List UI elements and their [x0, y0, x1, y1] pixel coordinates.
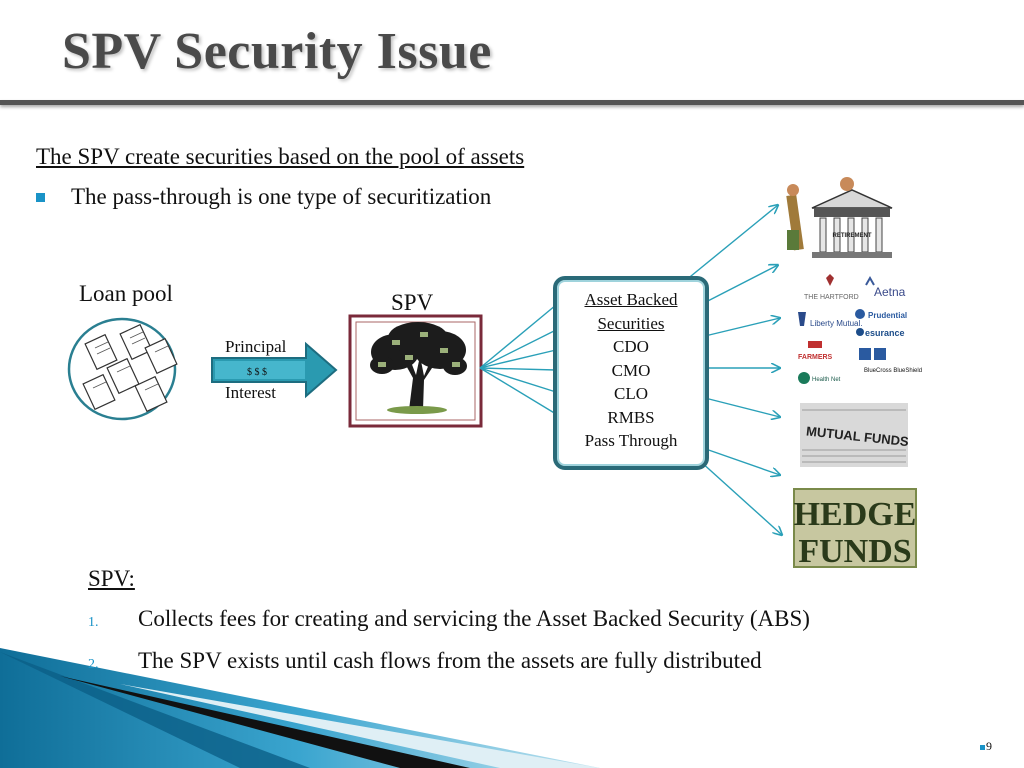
page-bullet-icon [980, 745, 985, 750]
notes-heading: SPV: [88, 566, 135, 591]
loan-pool-icon [67, 317, 178, 421]
numbered-item: 1. Collects fees for creating and servic… [88, 606, 810, 632]
security-type-clo: CLO [614, 384, 648, 403]
securities-header-line1: Asset Backed [584, 290, 678, 309]
hedge-funds-icon: HEDGE FUNDS [793, 488, 917, 570]
retirement-sign-text: RETIREMENT [833, 233, 872, 239]
numbered-item: 2. The SPV exists until cash flows from … [88, 648, 762, 674]
funds-text: FUNDS [798, 533, 911, 570]
security-type-pass-through: Pass Through [584, 431, 678, 450]
logo-healthnet: Health Net [812, 377, 841, 383]
dollar-signs-label: $ $ $ [247, 367, 267, 378]
item-text: Collects fees for creating and servicing… [138, 606, 810, 631]
insurer-logos: THE HARTFORD Aetna Liberty Mutual. Prude… [798, 274, 922, 384]
page-number-text: 9 [986, 739, 992, 753]
securities-list: Asset Backed Securities CDO CMO CLO RMBS… [553, 288, 709, 453]
logo-aetna: Aetna [874, 285, 906, 299]
spv-tree-icon [348, 314, 483, 428]
subtitle: The SPV create securities based on the p… [36, 144, 525, 169]
interest-label: Interest [225, 383, 276, 402]
slide-title: SPV Security Issue [62, 23, 492, 80]
item-text: The SPV exists until cash flows from the… [138, 648, 762, 673]
spv-label: SPV [391, 290, 434, 315]
bullet-square-icon [36, 192, 45, 202]
logo-liberty: Liberty Mutual. [810, 319, 862, 328]
securities-box [553, 276, 709, 470]
item-number: 1. [88, 615, 99, 630]
logo-prudential: Prudential [868, 311, 907, 320]
logo-esurance: esurance [865, 328, 905, 338]
logo-hartford: THE HARTFORD [804, 294, 859, 301]
item-number: 2. [88, 657, 99, 672]
security-type-cmo: CMO [611, 360, 651, 380]
title-divider [0, 100, 1024, 105]
bottom-decoration [0, 648, 600, 768]
security-type-cdo: CDO [613, 337, 649, 356]
mutual-funds-icon: MUTUAL FUNDS [800, 403, 910, 467]
bullet-text: The pass-through is one type of securiti… [71, 184, 492, 209]
retirement-building-icon [786, 177, 893, 258]
cash-flow-arrow [211, 341, 338, 399]
spv-to-securities-lines [479, 304, 557, 415]
bullet-item: The pass-through is one type of securiti… [36, 184, 491, 210]
logo-farmers: FARMERS [798, 354, 833, 361]
securities-to-investors-arrows [679, 205, 782, 535]
security-type-rmbs: RMBS [607, 407, 655, 427]
logo-bluecross: BlueCross BlueShield [864, 368, 922, 374]
loan-pool-label: Loan pool [79, 281, 173, 306]
hedge-text: HEDGE [794, 496, 917, 533]
securities-header-line2: Securities [597, 313, 665, 333]
page-number: 9 [980, 739, 992, 754]
principal-label: Principal [225, 337, 287, 356]
